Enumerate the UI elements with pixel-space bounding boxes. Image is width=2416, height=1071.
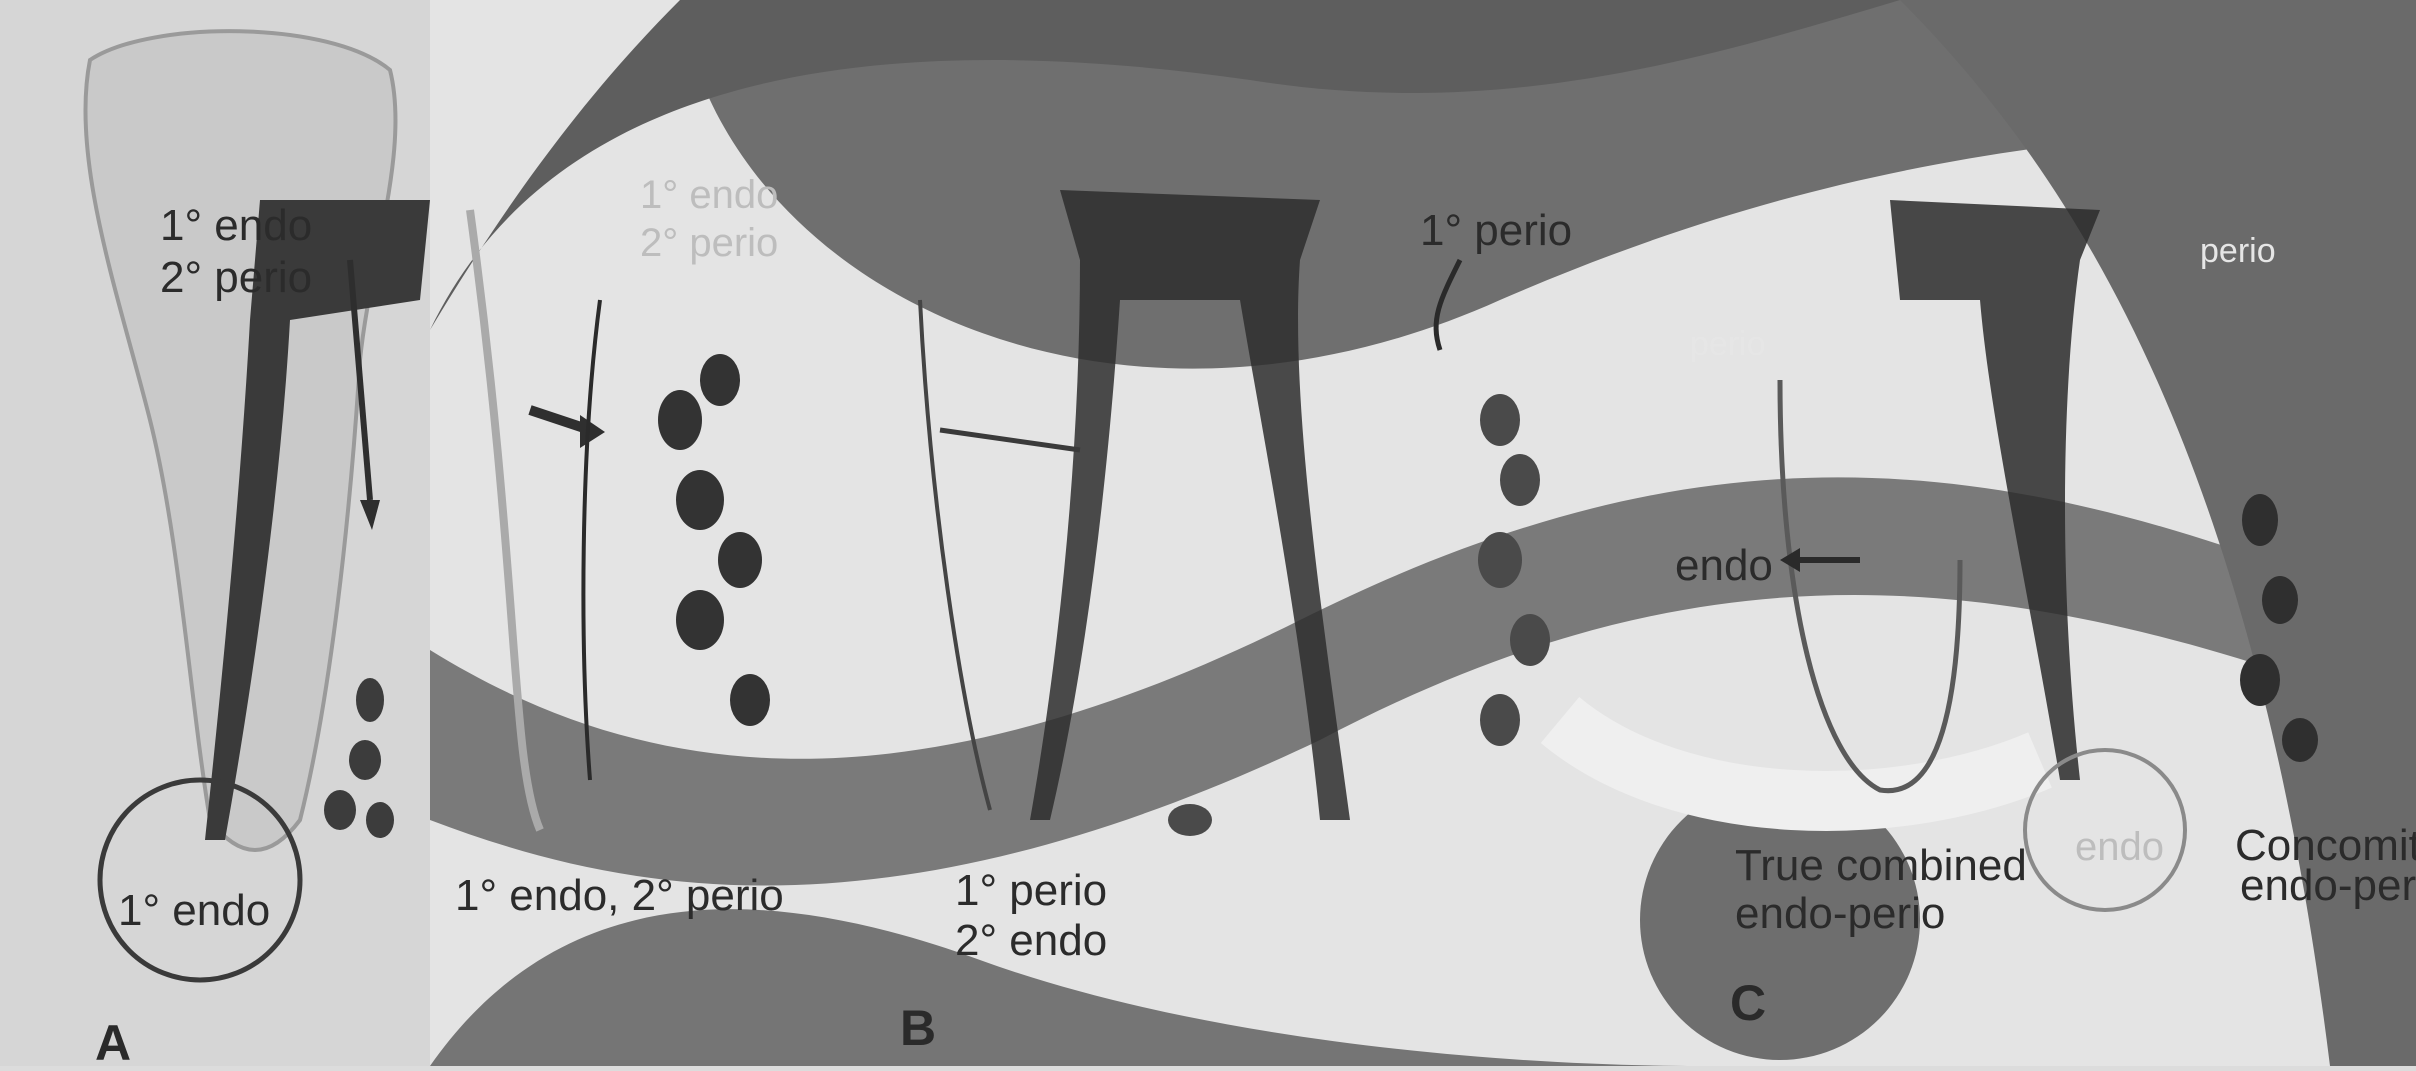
panel-a-circle-label: 1° endo xyxy=(118,886,270,935)
panel-a-letter: A xyxy=(95,1015,131,1066)
panel-b-label-2: 2° perio xyxy=(640,221,778,265)
panel-c-caption-left-2: endo-perio xyxy=(1735,889,1945,938)
panel-a-label-1: 1° endo xyxy=(160,201,312,250)
panel-b-letter: B xyxy=(900,1000,936,1056)
panel-c-caption-left-1: True combined xyxy=(1735,841,2027,890)
panel-c-label-perio-right: perio xyxy=(2200,232,2276,270)
panel-b-label-right: 1° perio xyxy=(1420,206,1572,255)
panel-c-label-endo-right: endo xyxy=(2075,825,2164,869)
panel-b-caption-right-2: 2° endo xyxy=(955,916,1107,965)
panel-c-letter: C xyxy=(1730,975,1766,1031)
panel-b-caption-left: 1° endo, 2° perio xyxy=(455,871,784,920)
panel-a-label-2: 2° perio xyxy=(160,253,312,302)
panel-c-label-perio-left: perio xyxy=(1690,325,1766,363)
panel-c-caption-right-2: endo-perio xyxy=(2240,861,2416,910)
panel-b-caption-right-1: 1° perio xyxy=(955,866,1107,915)
panel-b-label-1: 1° endo xyxy=(640,173,778,217)
panel-c-label-endo-left: endo xyxy=(1675,541,1773,590)
